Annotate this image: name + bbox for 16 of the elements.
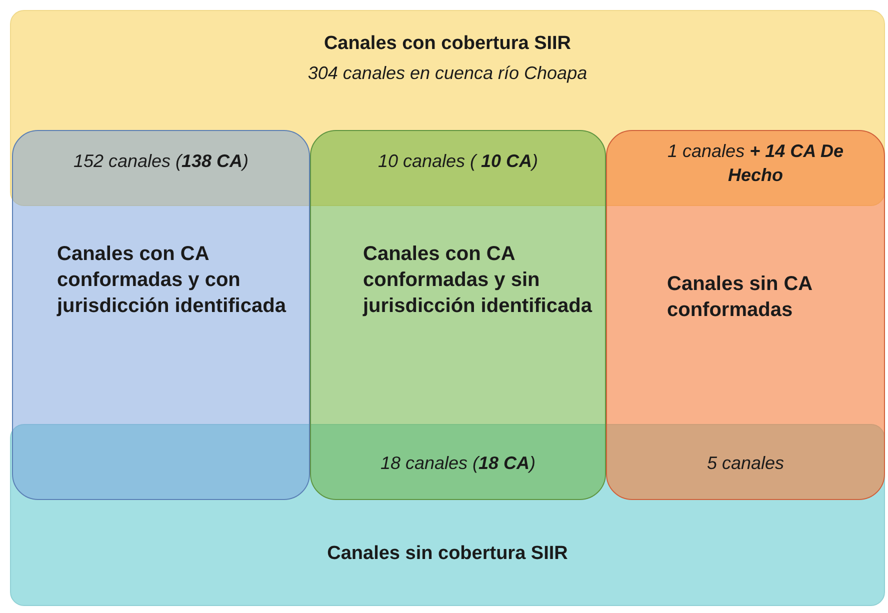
count-label: 152 canales (138 CA) (72, 151, 250, 172)
category-panel (310, 130, 606, 500)
count-label: 1 canales + 14 CA De Hecho (666, 140, 844, 188)
coverage-band (10, 424, 885, 606)
band-heading: Canales con cobertura SIIR (322, 33, 572, 55)
category-panel (12, 130, 310, 500)
category-label: Canales sin CA conformadas (667, 272, 813, 323)
category-label: Canales con CA conformadas y sin jurisdicción identificada (363, 242, 594, 319)
category-label: Canales con CA conformadas y con jurisdicción identificada (57, 242, 288, 319)
band-heading: Canales sin cobertura SIIR (326, 543, 569, 565)
count-label: 10 canales ( 10 CA) (376, 151, 540, 172)
count-label: 18 canales (18 CA) (379, 453, 537, 474)
band-subtitle: 304 canales en cuenca río Choapa (306, 63, 588, 84)
coverage-band (10, 10, 885, 206)
count-label: 5 canales (706, 453, 786, 474)
category-panel (606, 130, 885, 500)
